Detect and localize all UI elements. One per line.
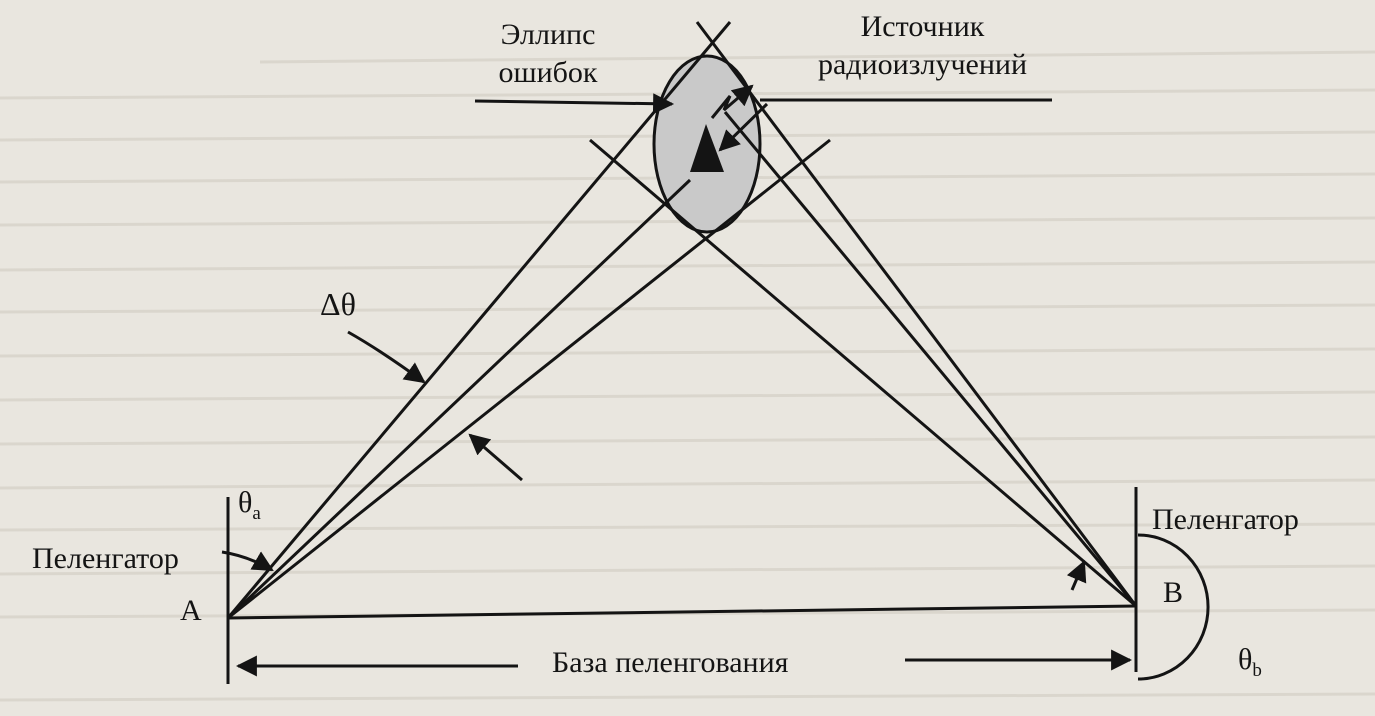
theta-b-arc-arrow <box>1066 560 1087 591</box>
direction-finder-a-label: Пеленгатор <box>32 542 179 575</box>
theta-b-label: θb <box>1238 643 1262 681</box>
theta-a-label: θa <box>238 486 261 524</box>
theta-a-symbol: θ <box>238 486 253 519</box>
error-ellipse-label: Эллипс ошибок <box>488 16 608 91</box>
theta-b-symbol: θ <box>1238 643 1253 676</box>
source-label: Источник радиоизлучений <box>790 8 1055 83</box>
delta-theta-leader <box>347 330 426 384</box>
point-a-label: A <box>180 594 202 627</box>
bearing-rays-b <box>589 21 1138 608</box>
error-ellipse-label-line2: ошибок <box>498 55 598 89</box>
radio-wave-zigzag <box>710 84 754 119</box>
delta-theta-label: Δθ <box>320 286 356 322</box>
df-a-leader <box>221 550 274 572</box>
theta-a-subscript: a <box>252 503 261 524</box>
ellipse-leader <box>474 93 675 115</box>
delta-theta-leader-2 <box>468 433 523 482</box>
source-label-line1: Источник <box>860 10 985 43</box>
point-b-label: B <box>1163 576 1184 609</box>
theta-b-subscript: b <box>1252 660 1262 681</box>
direction-finder-b-label: Пеленгатор <box>1152 503 1299 536</box>
source-label-line2: радиоизлучений <box>817 47 1028 81</box>
theta-b-arc <box>1137 533 1210 681</box>
baseline-line <box>227 604 1137 620</box>
error-ellipse-label-line1: Эллипс <box>500 18 596 51</box>
bearing-rays-a <box>226 21 831 620</box>
source-marker <box>690 124 724 172</box>
baseline-label: База пеленгования <box>552 646 789 679</box>
source-leader-arrow <box>718 102 769 152</box>
